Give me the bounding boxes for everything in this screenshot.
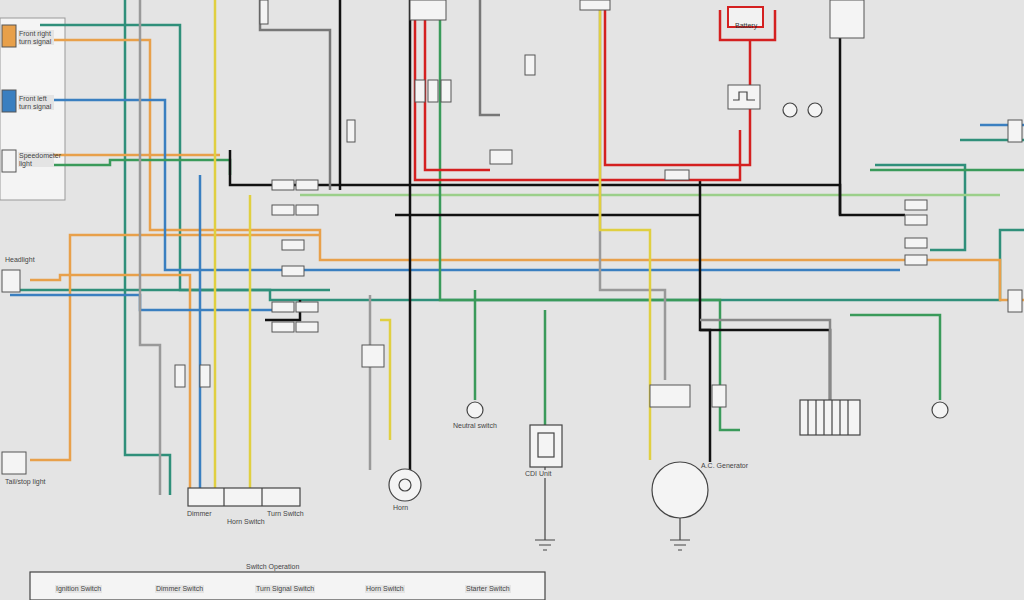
node-text: Battery	[735, 22, 757, 30]
wire	[10, 295, 280, 310]
component-label: CDI Unit	[524, 470, 552, 478]
component-label: Turn Signal Switch	[255, 585, 315, 593]
wire	[480, 0, 500, 115]
wire	[474, 290, 477, 400]
wire	[30, 160, 230, 175]
wire	[265, 300, 300, 320]
component-label: Tail/stop light	[4, 478, 46, 486]
wire	[425, 20, 490, 170]
wire	[249, 195, 252, 505]
wire	[600, 0, 665, 380]
component-label: Front left turn signal	[18, 95, 54, 110]
wire	[125, 0, 170, 495]
component-label: Starter Switch	[465, 585, 511, 593]
component-label: Dimmer	[186, 510, 213, 518]
wire	[600, 0, 650, 460]
component-label: Headlight	[4, 256, 36, 264]
component-label: Neutral switch	[452, 422, 498, 430]
wire	[40, 25, 330, 290]
component-label: Turn Switch	[266, 510, 305, 518]
component-label: Switch Operation	[245, 563, 300, 571]
wire	[700, 330, 710, 470]
wire	[40, 154, 220, 157]
wire	[369, 295, 372, 470]
wire	[875, 165, 965, 250]
component-label: Front right turn signal	[18, 30, 54, 45]
wire	[415, 20, 740, 180]
wire	[544, 310, 547, 425]
wire	[214, 0, 217, 505]
wire	[700, 180, 830, 400]
wire	[850, 315, 940, 400]
wire	[140, 0, 160, 495]
component-label: Horn	[392, 504, 409, 512]
component-group	[30, 92, 948, 600]
wire	[300, 194, 1000, 197]
wire	[409, 0, 412, 470]
component-label: Dimmer Switch	[155, 585, 204, 593]
wire	[260, 0, 330, 190]
wire	[395, 214, 700, 217]
wire	[20, 230, 1024, 300]
component-label: A.C. Generator	[700, 462, 749, 470]
wire	[199, 175, 202, 495]
component-label: Horn Switch	[365, 585, 405, 593]
component-label: Horn Switch	[226, 518, 266, 526]
wire	[339, 0, 342, 190]
component-label: Speedometer light	[18, 152, 54, 167]
battery-box: Battery	[727, 6, 764, 28]
wire	[40, 40, 1024, 300]
connector-group	[2, 0, 1022, 474]
lamp-panel	[0, 18, 65, 200]
component-label: Ignition Switch	[55, 585, 102, 593]
wire-group	[0, 0, 1024, 505]
wire	[870, 169, 1024, 172]
wire	[380, 320, 390, 440]
